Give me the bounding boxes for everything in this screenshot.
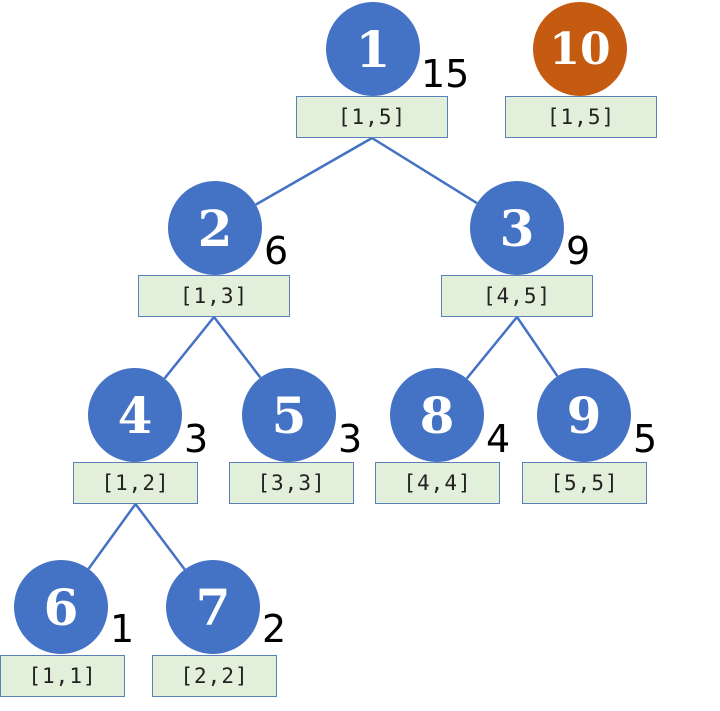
tree-node-10-range: [1,5] [505,96,657,138]
edge-4-6 [87,503,137,570]
tree-node-7-value: 2 [262,607,287,651]
tree-node-7-label: 7 [195,577,231,637]
tree-node-2-range: [1,3] [138,275,290,317]
tree-node-1-label: 1 [355,19,391,79]
edge-2-4 [163,316,215,380]
tree-node-3-label: 3 [499,198,535,258]
tree-node-8-value: 4 [486,417,511,461]
tree-node-4-range: [1,2] [73,462,198,504]
tree-node-6-value: 1 [110,607,135,651]
tree-node-8-label: 8 [419,385,455,445]
tree-node-7: 7 [166,560,260,654]
tree-node-2-value: 6 [264,229,289,273]
tree-node-10: 10 [533,2,627,96]
tree-node-4-label: 4 [117,385,153,445]
tree-node-6-range: [1,1] [0,655,125,697]
edge-2-5 [213,316,262,379]
tree-node-6: 6 [14,560,108,654]
tree-node-1-range: [1,5] [296,96,448,138]
tree-node-8: 8 [390,368,484,462]
edge-4-7 [134,503,186,571]
tree-node-5-range: [3,3] [229,462,354,504]
tree-node-2-label: 2 [197,198,233,258]
tree-node-3-value: 9 [566,229,591,273]
tree-node-1: 1 [326,2,420,96]
tree-node-2: 2 [168,181,262,275]
edge-1-2 [255,136,373,206]
tree-node-5: 5 [242,368,336,462]
tree-node-4-value: 3 [184,417,209,461]
tree-node-9-value: 5 [633,417,658,461]
tree-node-9-range: [5,5] [522,462,647,504]
tree-node-3: 3 [470,181,564,275]
tree-node-4: 4 [88,368,182,462]
edge-3-8 [465,316,518,380]
tree-node-5-label: 5 [271,385,307,445]
tree-node-9: 9 [537,368,631,462]
tree-node-1-value: 15 [421,52,470,96]
tree-node-10-label: 10 [549,23,611,75]
tree-node-8-range: [4,4] [375,462,500,504]
edge-1-3 [371,136,478,205]
edge-3-9 [515,316,559,377]
tree-node-3-range: [4,5] [441,275,593,317]
tree-node-5-value: 3 [338,417,363,461]
tree-node-9-label: 9 [566,385,602,445]
tree-node-6-label: 6 [43,577,79,637]
tree-node-7-range: [2,2] [152,655,277,697]
